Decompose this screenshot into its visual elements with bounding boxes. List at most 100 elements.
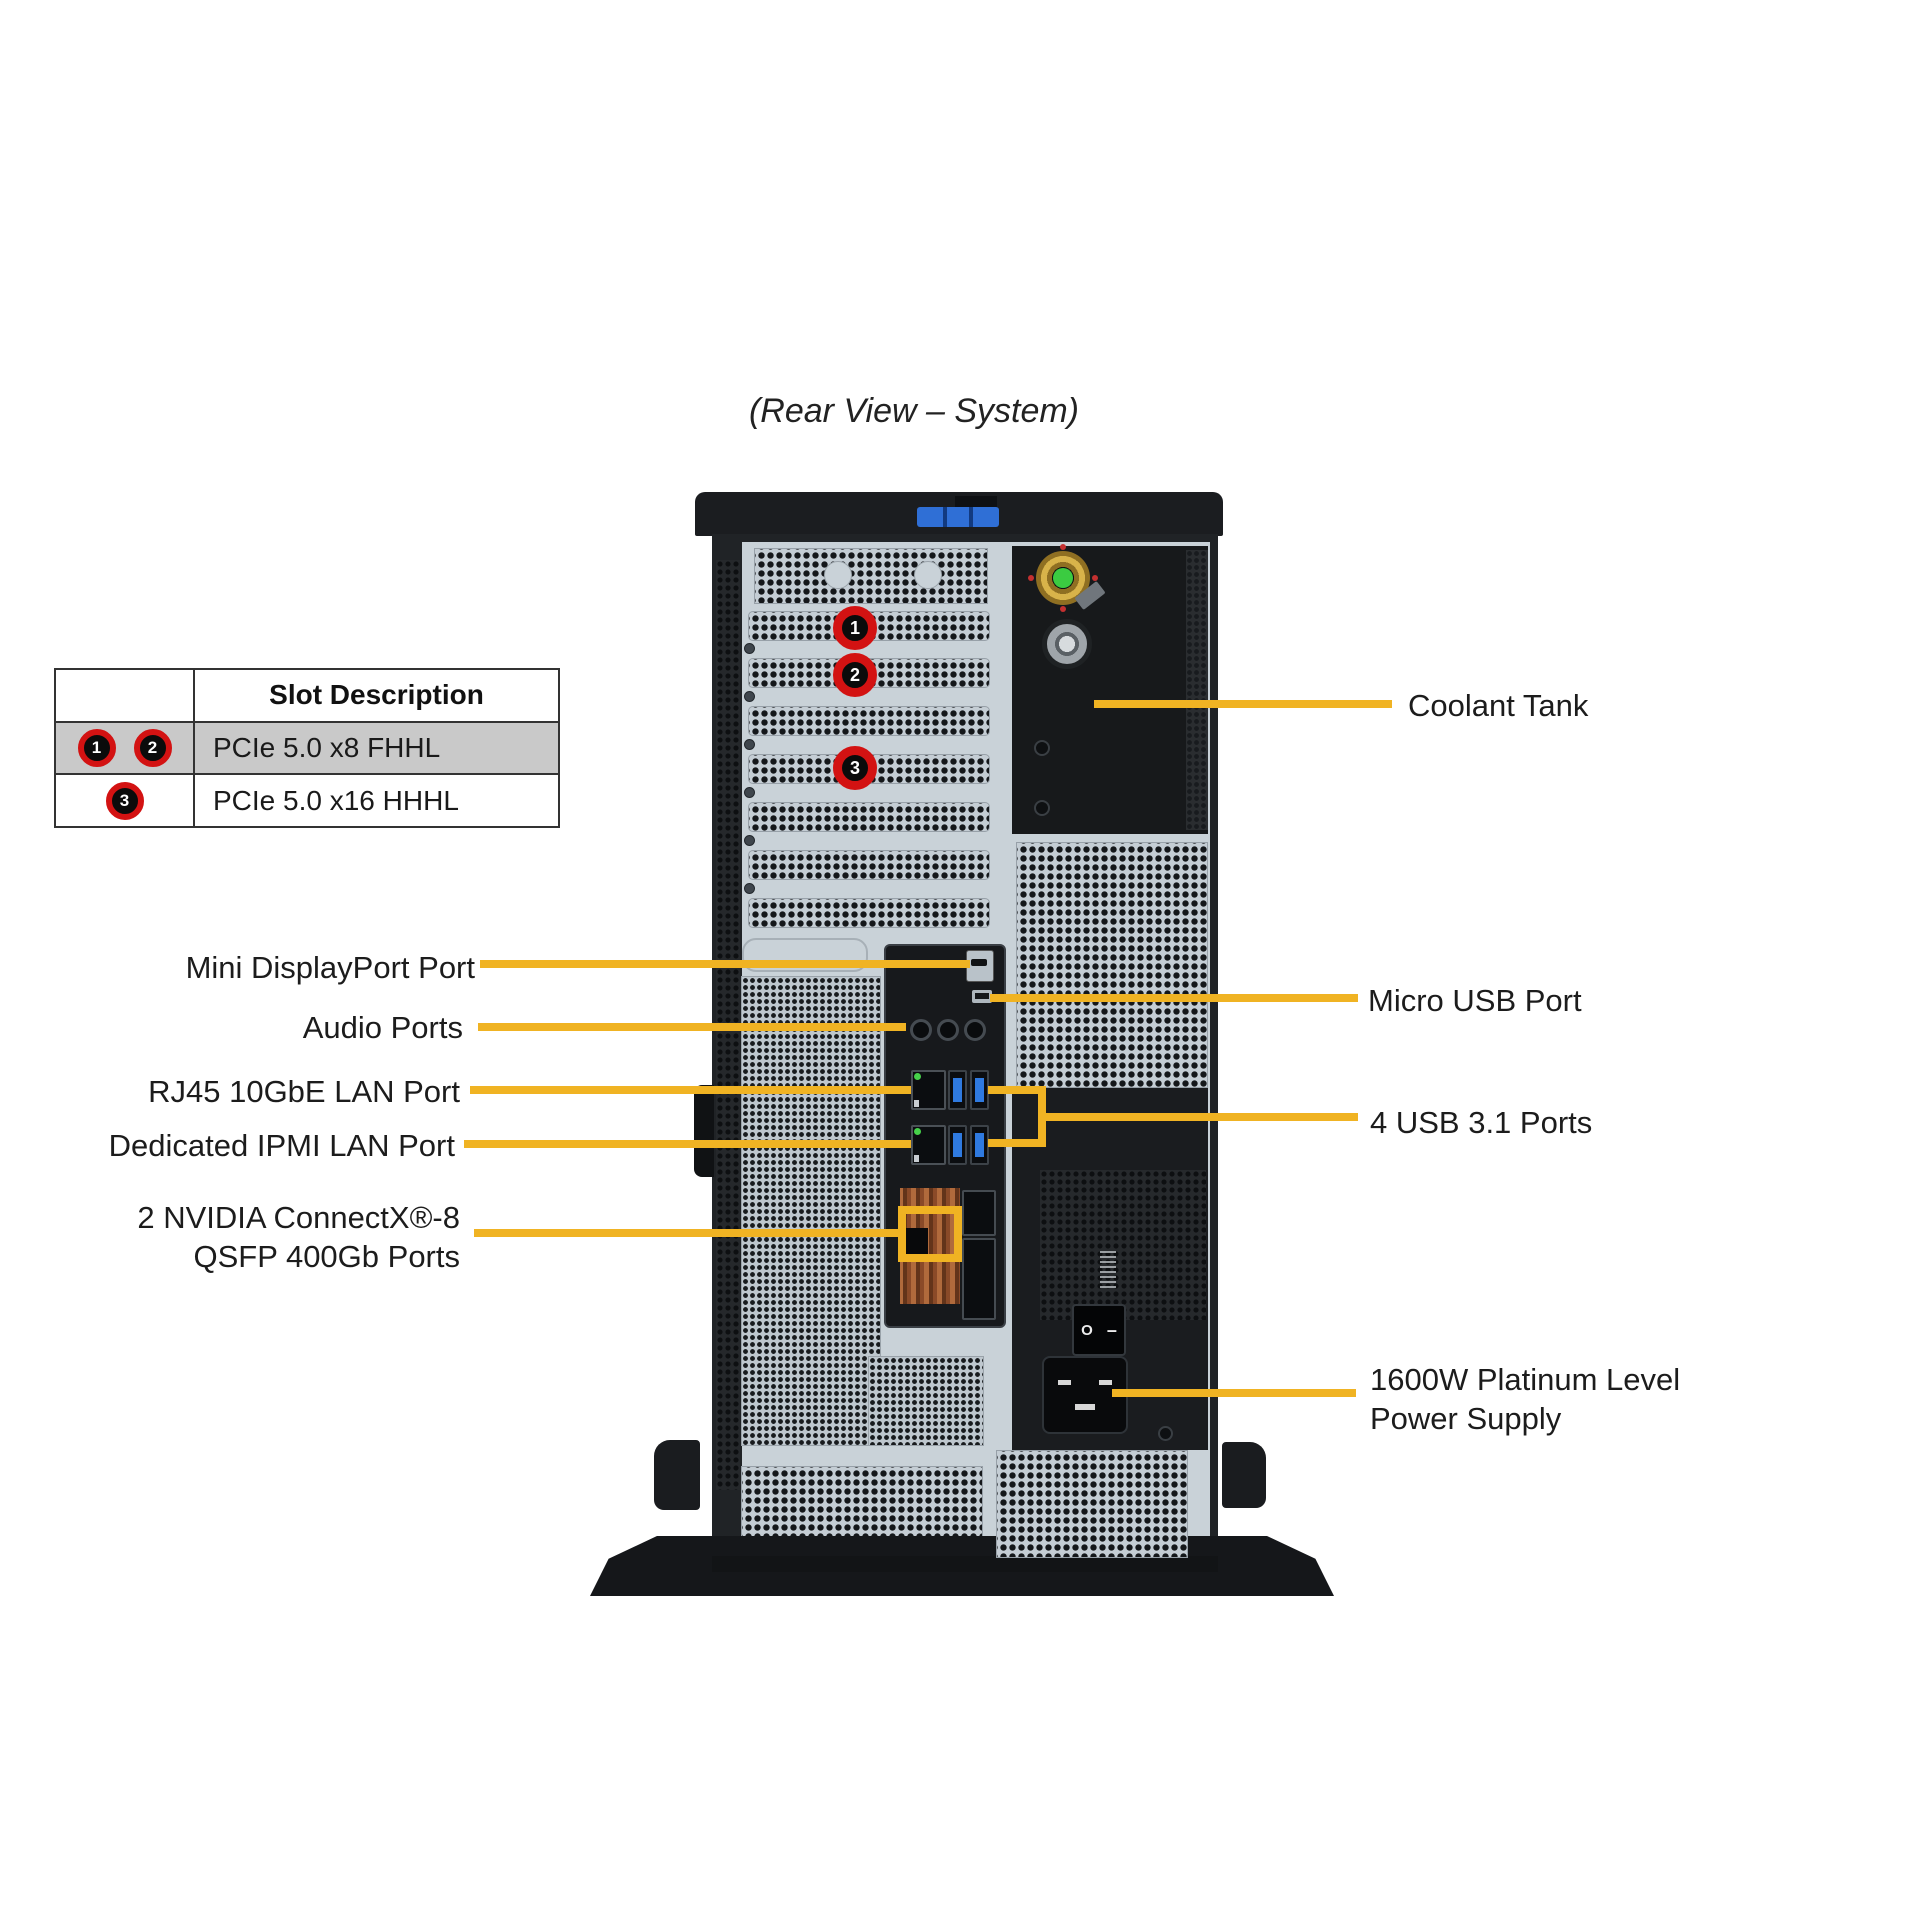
callout-bracket-usb-bottom xyxy=(988,1139,1046,1147)
right-vent-grid xyxy=(1016,842,1208,1088)
slot-marker-1: 1 xyxy=(833,606,877,650)
callout-bracket-usb-top xyxy=(988,1086,1046,1094)
usb-port xyxy=(970,1125,989,1165)
blue-release-latch xyxy=(917,507,999,527)
slot-badge-1: 1 xyxy=(77,729,116,767)
vent-blank-circle xyxy=(824,561,852,589)
rj45-10gbe-lan-port xyxy=(911,1070,946,1110)
fitting-mark xyxy=(1060,544,1066,550)
pcie-slot-strip-5 xyxy=(748,802,990,832)
pcie-slot-strip-7 xyxy=(748,898,990,928)
lan-link-led xyxy=(914,1100,919,1107)
pcie-slot-strip-3 xyxy=(748,706,990,736)
usb-tongue xyxy=(975,1133,984,1157)
callout-line-coolant xyxy=(1094,700,1392,708)
callout-box-qsfp xyxy=(898,1206,962,1262)
middle-vent-grid xyxy=(868,1356,984,1446)
chassis-bottom-band xyxy=(712,1556,1218,1572)
label-nvidia-line1: 2 NVIDIA ConnectX®-8 xyxy=(137,1200,460,1235)
qsfp-cage-2 xyxy=(962,1238,996,1320)
label-psu-line1: 1600W Platinum Level xyxy=(1370,1362,1681,1397)
slot-description-cell: PCIe 5.0 x8 FHHL xyxy=(213,732,441,763)
fitting-mark xyxy=(1060,606,1066,612)
qsfp-port-opening xyxy=(902,1228,928,1258)
psu-vent-grid xyxy=(996,1450,1188,1558)
vent-blank-circle xyxy=(914,561,942,589)
panel-screw xyxy=(1034,740,1050,756)
left-vent-grid xyxy=(741,976,881,1446)
slot-badge-3: 3 xyxy=(105,781,144,820)
switch-off-mark: O xyxy=(1081,1321,1093,1339)
psu-fan-grille xyxy=(1040,1170,1206,1320)
fitting-mark xyxy=(1092,575,1098,581)
coolant-panel-vent-column xyxy=(1186,550,1208,830)
usb-tongue xyxy=(953,1078,962,1102)
stand-hook-left xyxy=(654,1440,700,1510)
callout-line-ipmi xyxy=(464,1140,911,1148)
panel-screw xyxy=(1158,1426,1173,1441)
micro-usb-port xyxy=(972,990,992,1003)
mini-displayport-port xyxy=(966,950,994,982)
psu-rating-label xyxy=(1100,1248,1116,1288)
usb-tongue xyxy=(953,1133,962,1157)
label-nvidia-connectx: 2 NVIDIA ConnectX®-8 QSFP 400Gb Ports xyxy=(137,1198,460,1276)
slot-marker-2: 2 xyxy=(833,653,877,697)
slot-screw xyxy=(744,691,755,702)
blank-plate xyxy=(742,938,868,972)
slot-screw xyxy=(744,739,755,750)
slot-screw xyxy=(744,643,755,654)
diagram-title: (Rear View – System) xyxy=(748,392,1080,430)
callout-line-rj45 xyxy=(470,1086,911,1094)
usb-port xyxy=(948,1125,967,1165)
label-rj45-lan: RJ45 10GbE LAN Port xyxy=(148,1074,460,1109)
audio-jack xyxy=(937,1019,959,1041)
callout-line-micro-usb xyxy=(990,994,1358,1002)
callout-line-usb xyxy=(1038,1113,1358,1121)
slot-screw xyxy=(744,787,755,798)
usb-port xyxy=(948,1070,967,1110)
label-psu-line2: Power Supply xyxy=(1370,1401,1562,1436)
qsfp-cage-1 xyxy=(962,1190,996,1236)
label-micro-usb: Micro USB Port xyxy=(1368,983,1582,1018)
label-audio-ports: Audio Ports xyxy=(302,1010,463,1045)
lan-link-led xyxy=(914,1155,919,1162)
top-latch-tab xyxy=(955,496,997,508)
inlet-pin xyxy=(1075,1404,1095,1410)
top-vent-grid xyxy=(754,548,988,604)
lan-activity-led xyxy=(914,1073,921,1080)
coolant-level-indicator xyxy=(1053,568,1073,588)
usb-tongue xyxy=(975,1078,984,1102)
label-usb31: 4 USB 3.1 Ports xyxy=(1370,1105,1593,1140)
micro-usb-slot xyxy=(975,993,989,999)
slot-screw xyxy=(744,835,755,846)
callout-line-mini-displayport xyxy=(480,960,970,968)
audio-jack xyxy=(964,1019,986,1041)
table-header-empty-cell xyxy=(56,670,195,721)
slot-description-cell: PCIe 5.0 x16 HHHL xyxy=(213,784,459,816)
label-coolant-tank: Coolant Tank xyxy=(1408,688,1589,723)
table-row: 1 2 PCIe 5.0 x8 FHHL xyxy=(56,720,558,774)
power-rocker-switch: O – xyxy=(1072,1304,1126,1356)
stand-hook-right xyxy=(1222,1442,1266,1508)
slot-marker-3: 3 xyxy=(833,746,877,790)
slot-description-table: Slot Description 1 2 PCIe 5.0 x8 FHHL 3 … xyxy=(54,668,560,828)
coolant-drain-valve xyxy=(1042,619,1092,669)
slot-screw xyxy=(744,883,755,894)
table-row: 3 PCIe 5.0 x16 HHHL xyxy=(56,773,558,827)
callout-line-qsfp xyxy=(474,1229,900,1237)
label-ipmi-lan: Dedicated IPMI LAN Port xyxy=(108,1128,455,1163)
usb-port xyxy=(970,1070,989,1110)
pcie-slot-strip-6 xyxy=(748,850,990,880)
slot-badge-2: 2 xyxy=(133,729,172,767)
audio-jack xyxy=(910,1019,932,1041)
callout-line-audio xyxy=(478,1023,906,1031)
label-power-supply: 1600W Platinum Level Power Supply xyxy=(1370,1360,1680,1438)
fitting-mark xyxy=(1028,575,1034,581)
inlet-pin xyxy=(1099,1380,1112,1385)
table-header-row: Slot Description xyxy=(56,670,558,721)
inlet-pin xyxy=(1058,1380,1071,1385)
panel-screw xyxy=(1034,800,1050,816)
label-nvidia-line2: QSFP 400Gb Ports xyxy=(193,1239,461,1274)
table-header-label: Slot Description xyxy=(269,679,484,711)
